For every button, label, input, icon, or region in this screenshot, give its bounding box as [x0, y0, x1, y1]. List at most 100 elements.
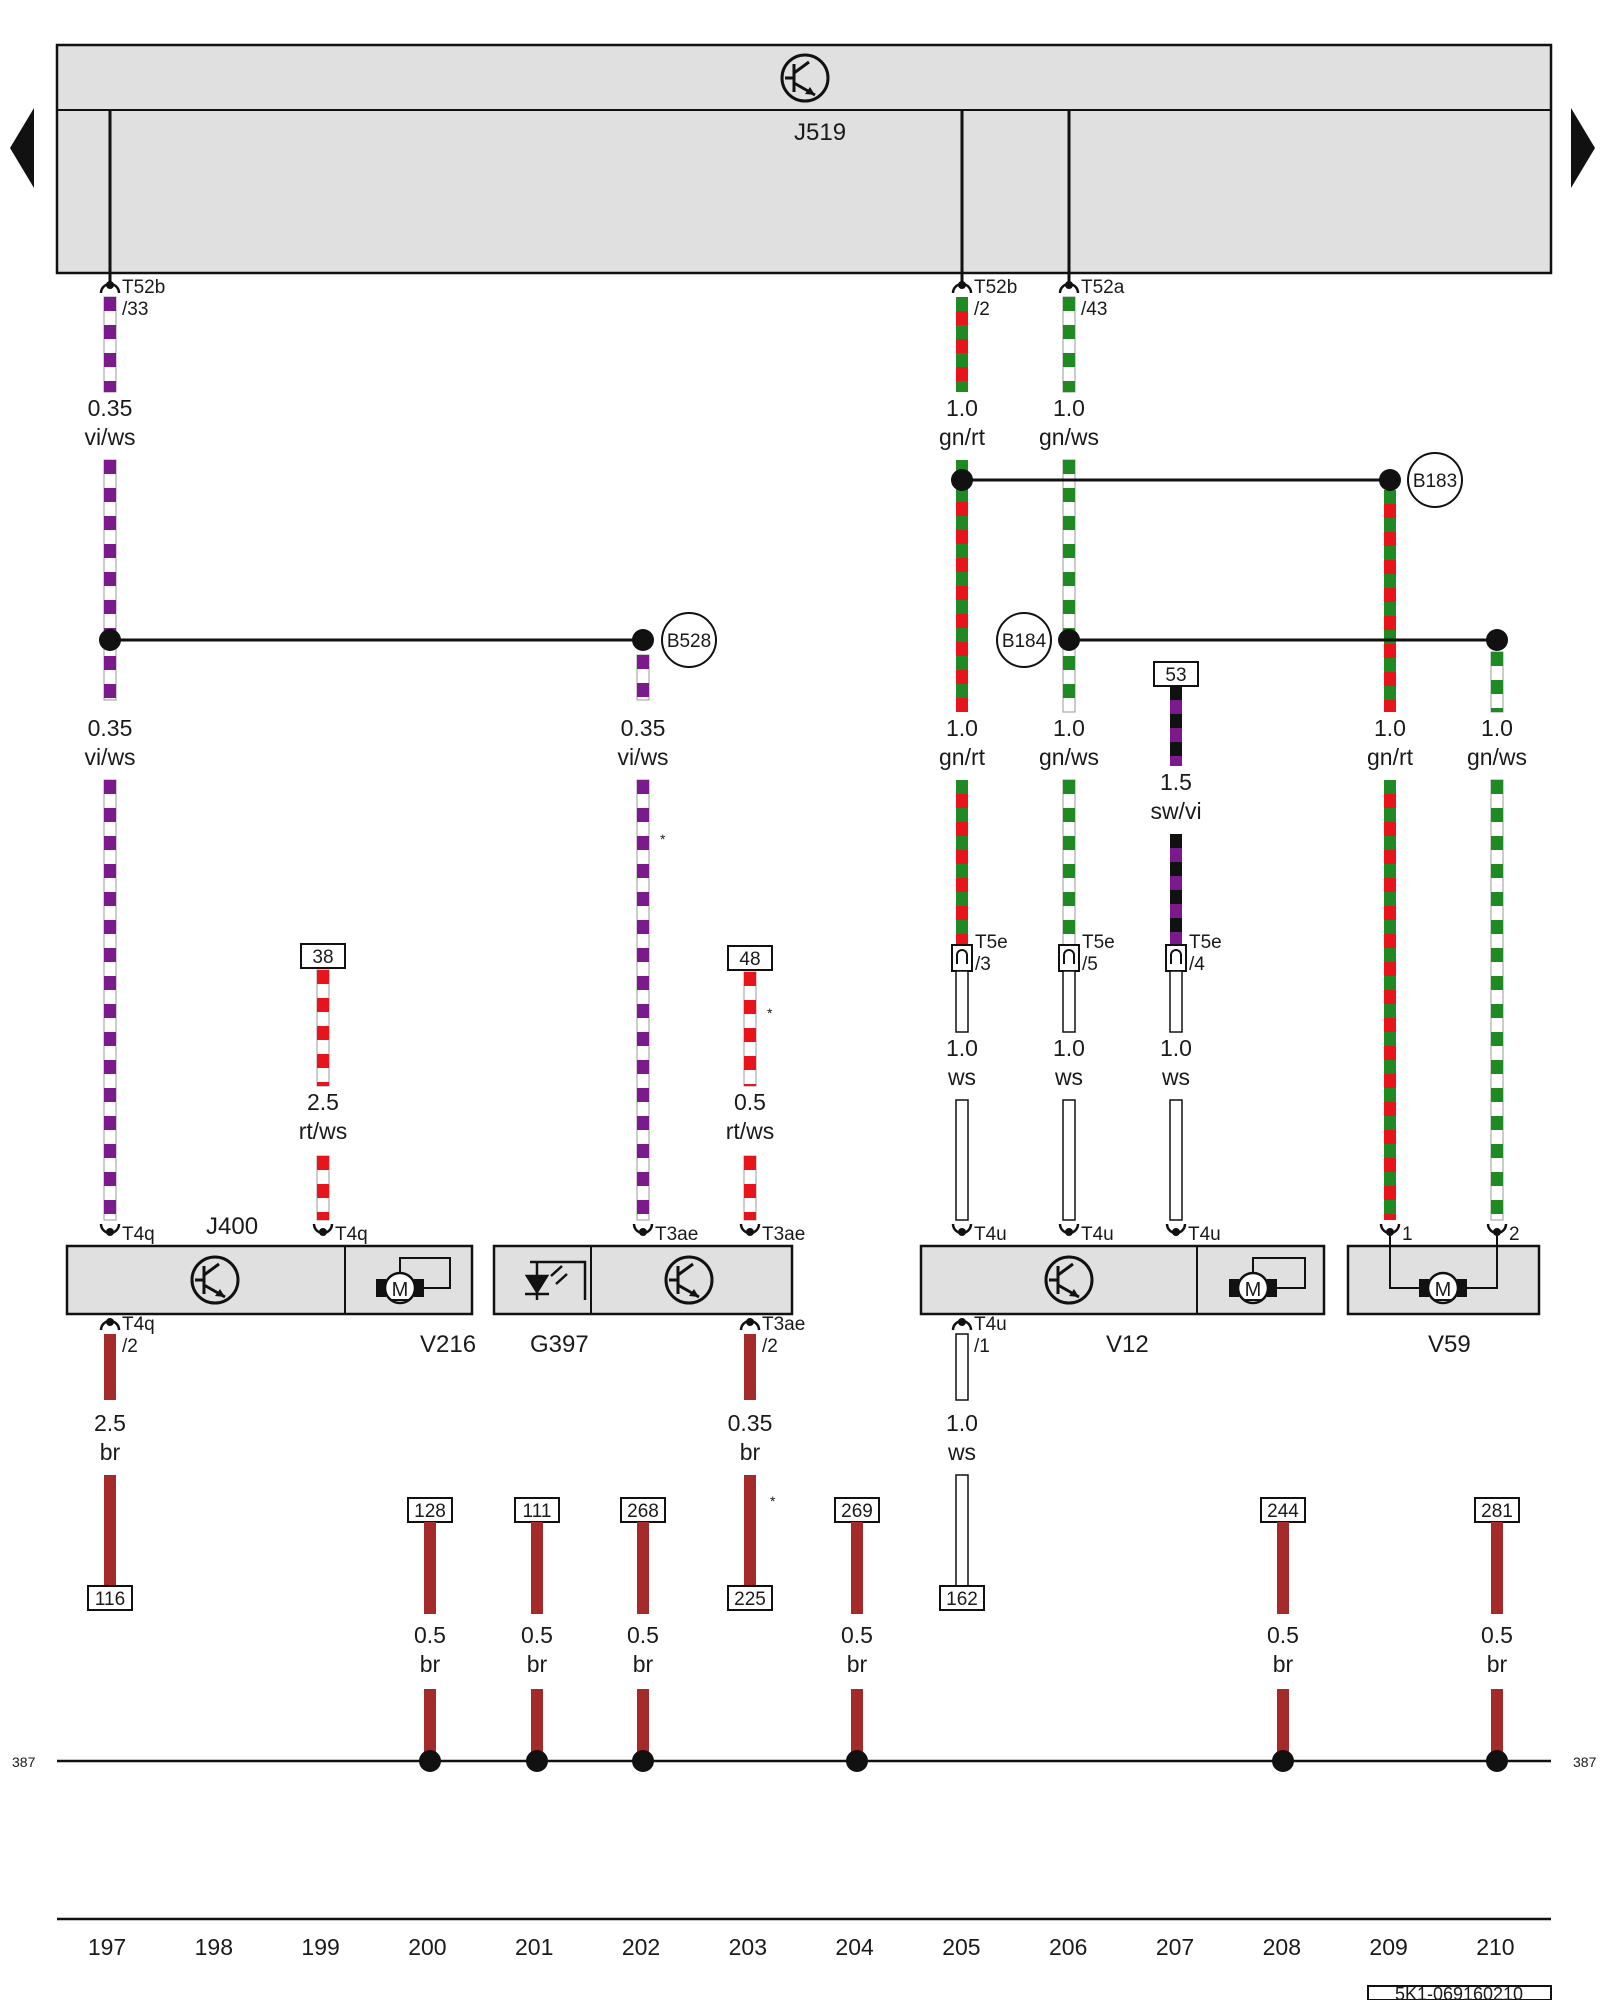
reference-box[interactable]: [514, 1497, 560, 1523]
wire-segment[interactable]: [104, 1475, 116, 1586]
wire-segment[interactable]: [103, 779, 117, 1221]
ground-wire[interactable]: [424, 1689, 436, 1761]
component-v59[interactable]: [1346, 1232, 1541, 1316]
reference-box[interactable]: [727, 1585, 773, 1611]
component-g397[interactable]: [492, 1244, 794, 1316]
junction-dot: [99, 629, 121, 651]
reference-box[interactable]: [939, 1585, 985, 1611]
wire-segment[interactable]: [744, 1334, 756, 1400]
sensor-diode-icon: [524, 1260, 587, 1300]
ground-wire[interactable]: [531, 1522, 543, 1614]
wire-size-label: 0.35: [728, 1410, 773, 1436]
wire-segment[interactable]: [636, 654, 650, 701]
reference-box[interactable]: [1474, 1497, 1520, 1523]
wire-segment[interactable]: [743, 1155, 757, 1221]
wire-segment[interactable]: [743, 971, 757, 1087]
connector-name-label: T4u: [1081, 1224, 1114, 1245]
wire-color-label: br: [847, 1651, 868, 1677]
ground-wire[interactable]: [637, 1689, 649, 1761]
ground-wire[interactable]: [851, 1689, 863, 1761]
reference-number: 281: [1481, 1501, 1513, 1522]
inline-connector: [951, 944, 973, 972]
column-number: 197: [88, 1934, 126, 1960]
wire-segment[interactable]: [1170, 834, 1182, 945]
wire-segment[interactable]: [955, 1099, 969, 1221]
ground-wire[interactable]: [1491, 1689, 1503, 1761]
wire-segment[interactable]: [1169, 970, 1183, 1033]
reference-box[interactable]: [727, 945, 773, 971]
wire-segment[interactable]: [955, 1474, 969, 1587]
wire-segment[interactable]: [956, 780, 968, 945]
ground-wire[interactable]: [531, 1689, 543, 1761]
wire-color-label: gn/rt: [1367, 744, 1414, 770]
component-label-v59: V59: [1428, 1331, 1471, 1358]
column-number: 200: [408, 1934, 446, 1960]
reference-number: 111: [523, 1501, 552, 1522]
wire-segment[interactable]: [636, 779, 650, 1221]
wire-segment[interactable]: [955, 970, 969, 1033]
ground-wire[interactable]: [637, 1522, 649, 1614]
component-label-v216: V216: [420, 1331, 476, 1358]
component-v12[interactable]: [919, 1244, 1326, 1316]
connector-name-label: T3ae: [762, 1224, 805, 1245]
svg-text:B184: B184: [1002, 631, 1047, 652]
wire-size-label: 0.5: [734, 1089, 766, 1115]
ground-wire[interactable]: [1277, 1689, 1289, 1761]
ground-wire[interactable]: [1277, 1522, 1289, 1614]
connector-name-label: T3ae: [655, 1224, 698, 1245]
wire-segment[interactable]: [744, 1475, 756, 1586]
wire-color-label: gn/rt: [939, 744, 986, 770]
connector-pin-label: /4: [1189, 954, 1205, 975]
reference-box[interactable]: [300, 943, 346, 969]
wire-segment[interactable]: [1490, 779, 1504, 1221]
wire-segment[interactable]: [104, 1334, 116, 1400]
wire-segment[interactable]: [1169, 1099, 1183, 1221]
connector-pin: [739, 1223, 761, 1236]
reference-box[interactable]: [407, 1497, 453, 1523]
connector-name-label: T4u: [974, 1314, 1007, 1335]
column-number: 205: [942, 1934, 980, 1960]
wire-size-label: 1.0: [946, 1410, 978, 1436]
wire-segment[interactable]: [1062, 970, 1076, 1033]
wire-color-label: br: [633, 1651, 654, 1677]
wire-segment[interactable]: [316, 1155, 330, 1221]
ground-wire[interactable]: [424, 1522, 436, 1614]
wire-segment[interactable]: [1062, 459, 1076, 713]
column-number: 199: [301, 1934, 339, 1960]
connector-name-label: T52b: [974, 277, 1017, 298]
wire-segment[interactable]: [955, 1333, 969, 1401]
reference-box[interactable]: [834, 1497, 880, 1523]
reference-number: 128: [414, 1501, 446, 1522]
wires-layer: T52b/330.35vi/ws0.35vi/wsT4q/4lin0.35vi/…: [84, 277, 1527, 1772]
wire-segment[interactable]: [1384, 490, 1396, 712]
next-page-arrow-icon[interactable]: [1571, 108, 1595, 188]
wire-segment[interactable]: [1170, 686, 1182, 766]
reference-number: 48: [739, 949, 760, 970]
connector-pin-label: /2: [122, 1336, 138, 1357]
footnote-asterisk: *: [770, 1493, 776, 1509]
wire-segment[interactable]: [1062, 779, 1076, 946]
ground-wire[interactable]: [851, 1522, 863, 1614]
ground-wire[interactable]: [1491, 1522, 1503, 1614]
component-j400[interactable]: [65, 1244, 474, 1316]
wire-segment[interactable]: [103, 459, 117, 701]
wire-segment[interactable]: [316, 969, 330, 1087]
splice-b183[interactable]: B183: [1407, 452, 1463, 508]
wire-size-label: 0.5: [1267, 1622, 1299, 1648]
wire-segment[interactable]: [1490, 651, 1504, 713]
wire-segment[interactable]: [103, 296, 117, 393]
wire-segment[interactable]: [1062, 1099, 1076, 1221]
wire-segment[interactable]: [956, 297, 968, 392]
wire-size-label: 1.5: [1160, 769, 1192, 795]
splice-b184[interactable]: B184: [996, 612, 1052, 668]
wire-color-label: vi/ws: [84, 744, 135, 770]
wire-segment[interactable]: [1062, 296, 1076, 393]
splice-b528[interactable]: B528: [661, 612, 717, 668]
wire-segment[interactable]: [956, 460, 968, 712]
wire-segment[interactable]: [1384, 780, 1396, 1220]
prev-page-arrow-icon[interactable]: [10, 108, 34, 188]
connector-name-label: T4q: [122, 1224, 155, 1245]
reference-box[interactable]: [87, 1585, 133, 1611]
column-number: 207: [1156, 1934, 1194, 1960]
